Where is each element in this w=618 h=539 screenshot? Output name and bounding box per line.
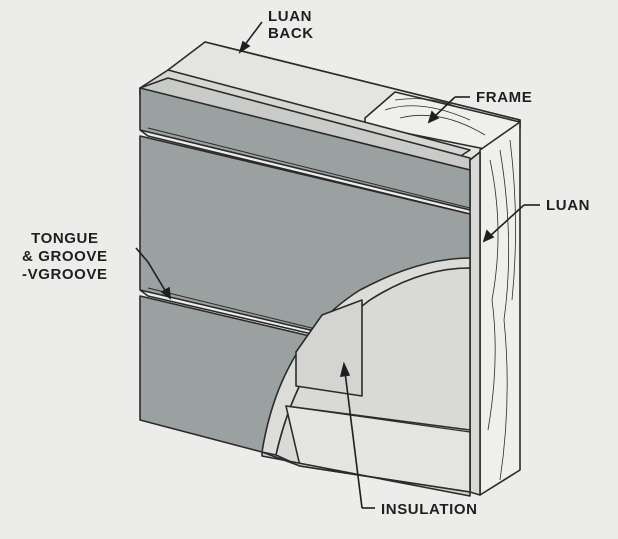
label-luan-back: LUAN BACK [268, 8, 314, 42]
label-luan-back-line2: BACK [268, 25, 314, 42]
bottom-panel-front [261, 451, 471, 497]
leader-tongue-groove [135, 247, 149, 263]
label-tongue-groove: TONGUE & GROOVE -VGROOVE [22, 230, 108, 284]
upper-board-face [139, 87, 471, 211]
label-tongue-line3: -VGROOVE [22, 266, 108, 283]
label-tongue-line1: TONGUE [31, 230, 99, 247]
lower-groove [139, 289, 313, 335]
label-luan-back-line1: LUAN [268, 8, 313, 25]
frame-top-grain [384, 98, 486, 136]
label-tongue-line2: & GROOVE [22, 248, 108, 265]
label-frame: FRAME [476, 89, 533, 106]
leader-luan-back [243, 21, 263, 47]
label-insulation: INSULATION [381, 501, 478, 518]
frame-column-grain [487, 139, 516, 481]
label-luan: LUAN [546, 197, 591, 214]
luan-right-layer [469, 151, 481, 496]
